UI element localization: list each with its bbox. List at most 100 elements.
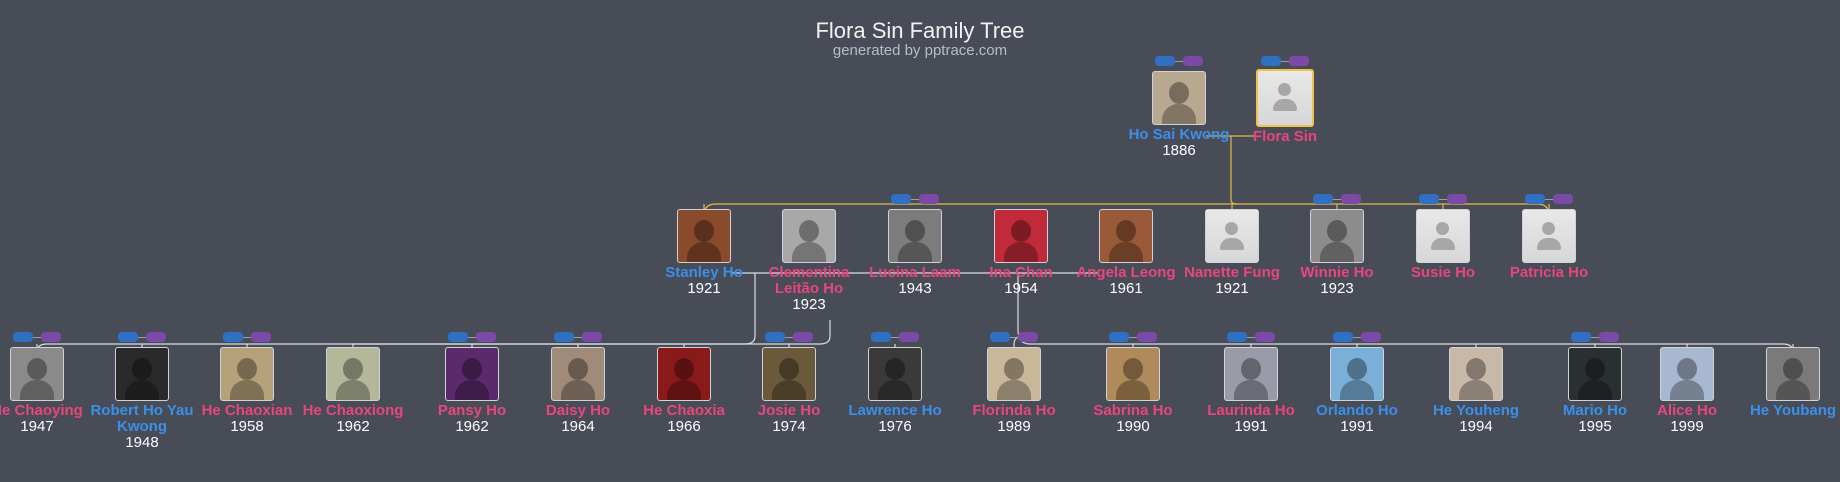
avatar[interactable] xyxy=(1099,209,1153,263)
add-parent-button[interactable] xyxy=(118,332,138,342)
avatar[interactable] xyxy=(888,209,942,263)
add-parent-button[interactable] xyxy=(1419,194,1439,204)
person-name[interactable]: Lucina Laam xyxy=(869,264,961,281)
add-spouse-button[interactable] xyxy=(582,332,602,342)
person-name[interactable]: Patricia Ho xyxy=(1509,264,1589,281)
add-spouse-button[interactable] xyxy=(793,332,813,342)
person-name[interactable]: Clementina Leitão Ho xyxy=(768,264,850,297)
add-spouse-button[interactable] xyxy=(919,194,939,204)
person-name[interactable]: Mario Ho xyxy=(1562,402,1628,419)
avatar-placeholder-icon[interactable] xyxy=(1416,209,1470,263)
add-spouse-button[interactable] xyxy=(1447,194,1467,204)
avatar[interactable] xyxy=(868,347,922,401)
person-name[interactable]: Stanley Ho xyxy=(665,264,743,281)
avatar-placeholder-icon[interactable] xyxy=(1256,69,1314,127)
add-spouse-button[interactable] xyxy=(1341,194,1361,204)
avatar[interactable] xyxy=(1449,347,1503,401)
person-name[interactable]: Lawrence Ho xyxy=(848,402,942,419)
person-name[interactable]: Daisy Ho xyxy=(545,402,611,419)
avatar[interactable] xyxy=(1224,347,1278,401)
add-spouse-button[interactable] xyxy=(251,332,271,342)
add-spouse-button[interactable] xyxy=(1361,332,1381,342)
add-spouse-button[interactable] xyxy=(1289,56,1309,66)
avatar[interactable] xyxy=(657,347,711,401)
person-name[interactable]: Pansy Ho xyxy=(437,402,507,419)
person-name[interactable]: He Youheng xyxy=(1432,402,1520,419)
add-parent-button[interactable] xyxy=(1227,332,1247,342)
add-parent-button[interactable] xyxy=(871,332,891,342)
avatar[interactable] xyxy=(445,347,499,401)
avatar[interactable] xyxy=(987,347,1041,401)
person-name[interactable]: Nanette Fung xyxy=(1184,264,1280,281)
person-name[interactable]: Florinda Ho xyxy=(972,402,1056,419)
avatar[interactable] xyxy=(1660,347,1714,401)
person-name[interactable]: He Chaoxian xyxy=(201,402,293,419)
add-parent-button[interactable] xyxy=(554,332,574,342)
add-spouse-button[interactable] xyxy=(146,332,166,342)
avatar[interactable] xyxy=(1568,347,1622,401)
add-parent-button[interactable] xyxy=(223,332,243,342)
person-name[interactable]: Robert Ho Yau Kwong xyxy=(90,402,194,435)
person-name[interactable]: Angela Leong xyxy=(1076,264,1176,281)
avatar[interactable] xyxy=(10,347,64,401)
person-card-susie-ho[interactable]: Susie Ho xyxy=(1383,209,1503,281)
avatar[interactable] xyxy=(1106,347,1160,401)
person-name[interactable]: Josie Ho xyxy=(757,402,821,419)
person-card-he-youbang[interactable]: He Youbang xyxy=(1733,347,1840,419)
person-name[interactable]: He Youbang xyxy=(1749,402,1837,419)
add-spouse-button[interactable] xyxy=(1183,56,1203,66)
avatar[interactable] xyxy=(1310,209,1364,263)
person-name[interactable]: Alice Ho xyxy=(1656,402,1717,419)
person-card-flora-sin[interactable]: Flora Sin xyxy=(1225,69,1345,145)
add-parent-button[interactable] xyxy=(448,332,468,342)
avatar[interactable] xyxy=(782,209,836,263)
add-parent-button[interactable] xyxy=(1109,332,1129,342)
person-name[interactable]: Flora Sin xyxy=(1252,128,1318,145)
add-spouse-button[interactable] xyxy=(1599,332,1619,342)
person-name[interactable]: Winnie Ho xyxy=(1300,264,1374,281)
avatar[interactable] xyxy=(220,347,274,401)
avatar-placeholder-icon[interactable] xyxy=(1522,209,1576,263)
add-parent-button[interactable] xyxy=(990,332,1010,342)
person-name[interactable]: Susie Ho xyxy=(1410,264,1476,281)
person-name[interactable]: Sabrina Ho xyxy=(1093,402,1173,419)
avatar[interactable] xyxy=(1152,71,1206,125)
person-card-patricia-ho[interactable]: Patricia Ho xyxy=(1489,209,1609,281)
person-name[interactable]: He Chaoxia xyxy=(643,402,725,419)
person-name[interactable]: Orlando Ho xyxy=(1316,402,1398,419)
add-parent-button[interactable] xyxy=(765,332,785,342)
add-parent-button[interactable] xyxy=(1261,56,1281,66)
add-parent-button[interactable] xyxy=(891,194,911,204)
person-name[interactable]: Ina Chan xyxy=(989,264,1053,281)
avatar[interactable] xyxy=(994,209,1048,263)
avatar[interactable] xyxy=(1330,347,1384,401)
add-parent-button[interactable] xyxy=(1333,332,1353,342)
add-spouse-button[interactable] xyxy=(899,332,919,342)
person-name[interactable]: Ho Sai Kwong xyxy=(1128,126,1230,143)
avatar[interactable] xyxy=(115,347,169,401)
